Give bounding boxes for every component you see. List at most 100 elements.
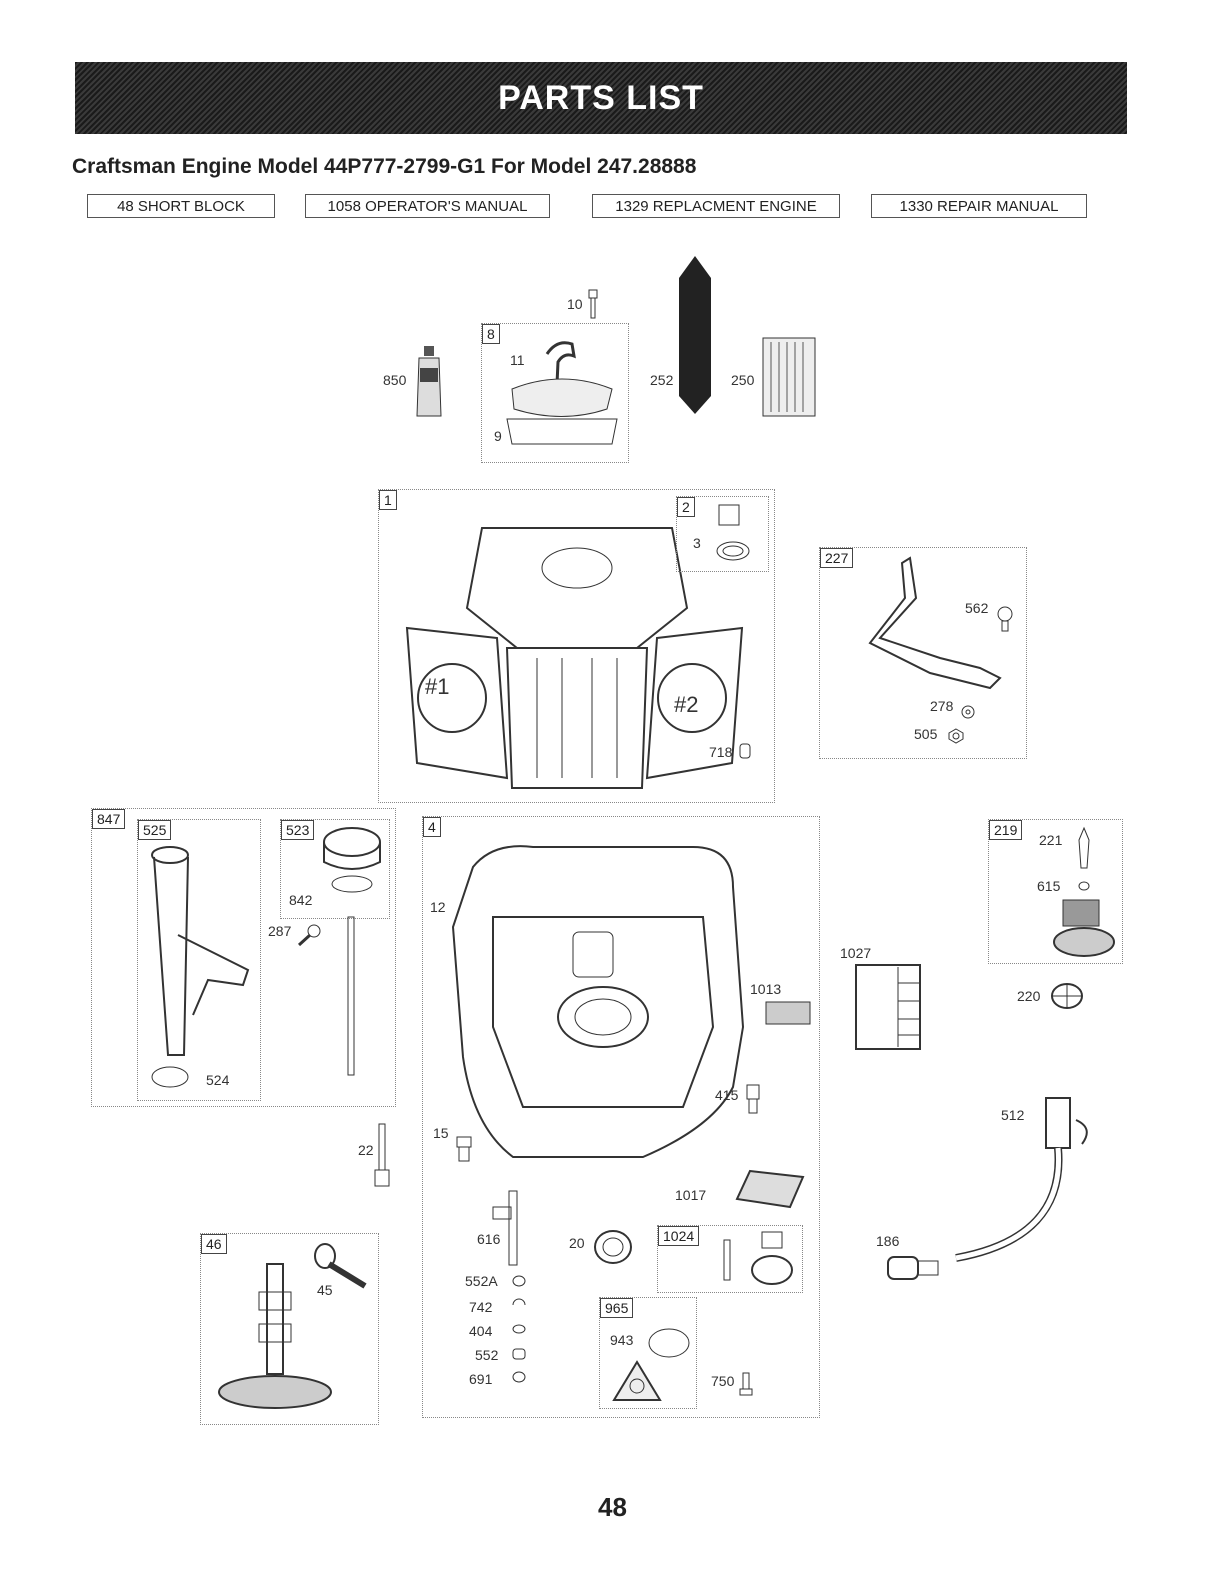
callout-250: 250 (731, 372, 755, 388)
group-8-tag: 8 (482, 324, 500, 344)
oil-drain-hose-icon (955, 1097, 1088, 1262)
screw-icon (297, 924, 321, 947)
tappet-icon (314, 1243, 367, 1289)
group-1024-tag: 1024 (658, 1226, 700, 1246)
nut-icon (948, 728, 964, 744)
callout-252: 252 (650, 372, 674, 388)
callout-278: 278 (930, 698, 954, 714)
governor-cup-icon (1051, 983, 1083, 1009)
banner-title: PARTS LIST (498, 78, 704, 117)
dipstick-cap-icon (323, 827, 381, 893)
screw-icon (739, 1372, 753, 1396)
plug-icon (456, 1136, 472, 1162)
bolt-icon (997, 606, 1013, 632)
callout-415: 415 (715, 1087, 739, 1103)
callout-512: 512 (1001, 1107, 1025, 1123)
oil-pump-icon (723, 1231, 793, 1285)
drain-valve-icon (887, 1256, 939, 1280)
o-ring-icon (151, 1066, 189, 1088)
group-523-tag: 523 (281, 820, 315, 840)
small-parts-stack-icon (512, 1275, 526, 1383)
callout-22: 22 (358, 1142, 374, 1158)
gasket-cover-icon (735, 1169, 805, 1209)
callout-750: 750 (711, 1373, 735, 1389)
group-46-frame: 46 45 (200, 1233, 379, 1425)
kit-operators-manual: 1058 OPERATOR'S MANUAL (305, 194, 550, 218)
group-965-tag: 965 (600, 1298, 634, 1318)
crankcase-sump-icon (451, 845, 745, 1158)
callout-20: 20 (569, 1235, 585, 1251)
group-2-tag: 2 (677, 497, 695, 517)
callout-220: 220 (1017, 988, 1041, 1004)
callout-943: 943 (610, 1332, 634, 1348)
governor-gear-icon (1053, 899, 1115, 957)
page-number: 48 (598, 1492, 627, 1522)
callout-1013: 1013 (750, 981, 782, 997)
governor-pin-icon (1078, 826, 1090, 869)
governor-lever-icon (868, 556, 1002, 690)
callout-287: 287 (268, 923, 292, 939)
callout-3: 3 (693, 535, 701, 551)
callout-552A: 552A (465, 1273, 498, 1289)
callout-45: 45 (317, 1282, 333, 1298)
oil-seal-icon (594, 1230, 632, 1264)
group-227-frame: 227 562 278 505 (819, 547, 1027, 759)
cylinder-2-label: #2 (674, 692, 699, 717)
callout-221: 221 (1039, 832, 1063, 848)
group-4-tag: 4 (423, 817, 441, 837)
bolt-icon (374, 1123, 390, 1187)
group-219-tag: 219 (989, 820, 1023, 840)
callout-562: 562 (965, 600, 989, 616)
air-filter-foam-icon (679, 256, 711, 414)
group-965-frame: 965 943 (599, 1297, 697, 1409)
page-subtitle: Craftsman Engine Model 44P777-2799-G1 Fo… (72, 155, 697, 178)
parts-list-banner: PARTS LIST (75, 62, 1127, 134)
washer-icon (1078, 881, 1090, 891)
o-ring-icon (648, 1328, 690, 1358)
group-847-tag: 847 (92, 809, 126, 829)
screw-icon (588, 289, 598, 319)
callout-552: 552 (475, 1347, 499, 1363)
callout-12: 12 (430, 899, 446, 915)
group-2-frame: 2 3 (676, 496, 769, 572)
camshaft-icon (218, 1263, 332, 1409)
pump-cover-icon (612, 1360, 662, 1401)
group-219-frame: 219 221 615 (988, 819, 1123, 964)
engine-block-icon (405, 527, 744, 789)
callout-691: 691 (469, 1371, 493, 1387)
callout-1017: 1017 (675, 1187, 707, 1203)
dipstick-icon (347, 916, 355, 1076)
callout-524: 524 (206, 1072, 230, 1088)
callout-11: 11 (510, 352, 525, 368)
group-525-frame: 525 524 (137, 819, 261, 1101)
plug-icon (746, 1084, 760, 1114)
callout-1027: 1027 (840, 945, 872, 961)
breather-cover-icon (506, 341, 618, 445)
seal-icon (716, 504, 750, 561)
callout-15: 15 (433, 1125, 449, 1141)
group-525-tag: 525 (138, 820, 172, 840)
group-4-frame: 4 12 1013 415 15 1017 616 20 552A 742 40… (422, 816, 820, 1418)
dowel-icon (739, 743, 751, 759)
kit-short-block: 48 SHORT BLOCK (87, 194, 275, 218)
callout-615: 615 (1037, 878, 1061, 894)
group-847-frame: 847 525 524 523 842 287 (91, 808, 396, 1107)
callout-9: 9 (494, 428, 502, 444)
shaft-icon (492, 1190, 518, 1266)
callout-742: 742 (469, 1299, 493, 1315)
dipstick-tube-icon (151, 846, 250, 1056)
callout-850: 850 (383, 372, 407, 388)
group-8-frame: 8 11 9 (481, 323, 629, 463)
cylinder-1-label: #1 (425, 674, 450, 699)
air-filter-pleated-icon (762, 337, 816, 417)
callout-10: 10 (567, 296, 583, 312)
group-227-tag: 227 (820, 548, 854, 568)
screen-icon (765, 1001, 811, 1025)
sealant-tube-icon (416, 346, 442, 417)
kit-replacement-engine: 1329 REPLACMENT ENGINE (592, 194, 840, 218)
group-1-frame: 1 #1 #2 718 2 3 (378, 489, 775, 803)
callout-186: 186 (876, 1233, 900, 1249)
callout-718: 718 (709, 744, 733, 760)
callout-404: 404 (469, 1323, 493, 1339)
callout-842: 842 (289, 892, 313, 908)
